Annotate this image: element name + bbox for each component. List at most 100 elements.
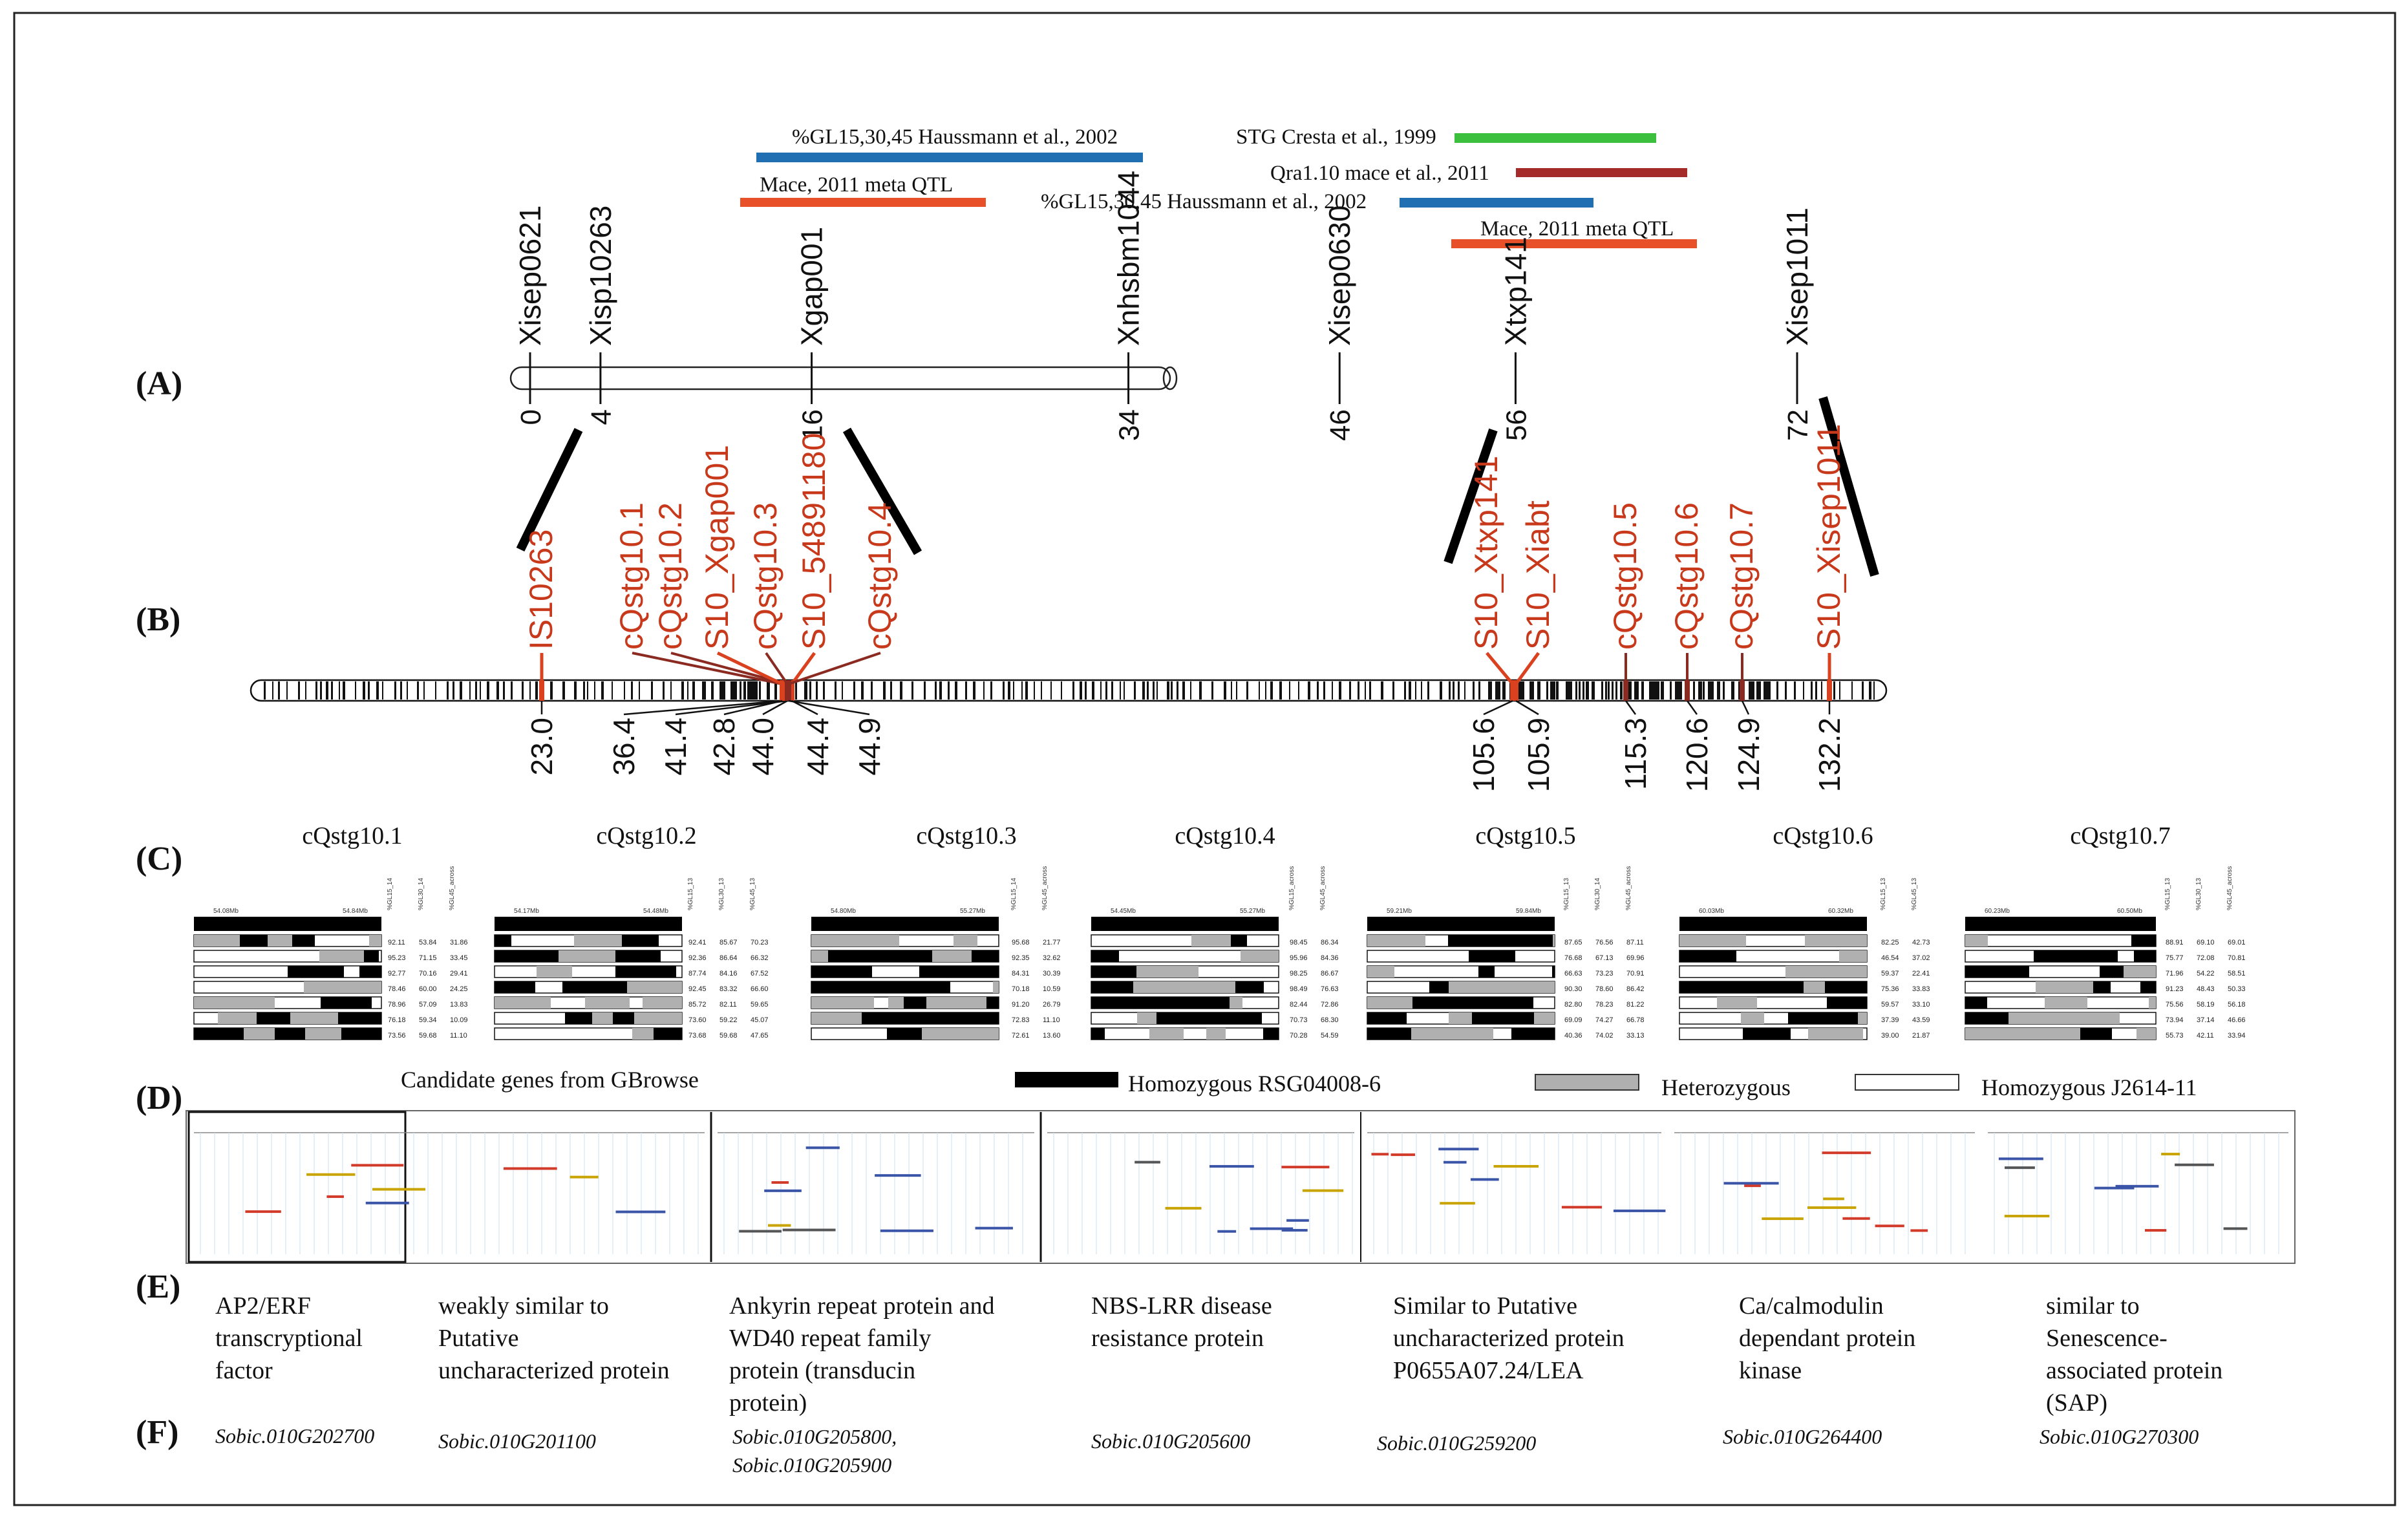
- haplotype-value: 83.32: [719, 985, 738, 993]
- chromosome-band: [1498, 681, 1500, 700]
- haplotype-segment: [2057, 1012, 2100, 1024]
- haplotype-segment: [2100, 966, 2124, 978]
- gbrowse-feature: [771, 1181, 789, 1184]
- chromosome-band: [1147, 681, 1149, 700]
- chromosome-band: [612, 681, 613, 700]
- physical-position-label: 105.9: [1522, 718, 1555, 792]
- gbrowse-feature: [1842, 1217, 1870, 1220]
- gbrowse-feature: [1762, 1217, 1804, 1221]
- haplotype-value: 55.73: [2166, 1032, 2184, 1040]
- haplotype-segment: [926, 997, 986, 1009]
- haplotype-value: 98.49: [1290, 985, 1308, 993]
- haplotype-header-bar: [1965, 917, 2156, 931]
- gbrowse-feature: [2004, 1214, 2050, 1217]
- haplotype-value: 91.20: [1012, 1001, 1030, 1009]
- chromosome-band: [1785, 681, 1787, 700]
- haplotype-value: 68.30: [1321, 1016, 1339, 1024]
- haplotype-value: 59.68: [719, 1032, 738, 1040]
- gene-description-line: associated protein: [2046, 1357, 2222, 1384]
- haplotype-segment: [1449, 981, 1477, 993]
- chromosome-band: [1177, 681, 1178, 700]
- linkage-position-label: 34: [1114, 409, 1145, 441]
- chromosome-band: [1349, 681, 1351, 700]
- haplotype-value: 76.63: [1321, 985, 1339, 993]
- haplotype-segment: [1965, 997, 1987, 1009]
- legend-label-homozygous-rsg: Homozygous RSG04008-6: [1128, 1071, 1381, 1096]
- position-connector: [1515, 700, 1539, 716]
- haplotype-value: 10.09: [450, 1016, 468, 1024]
- haplotype-segment: [1137, 1012, 1156, 1024]
- marker-band: [539, 680, 544, 701]
- haplotype-header-bar: [495, 917, 682, 931]
- panel-label-e: (E): [136, 1268, 180, 1305]
- linkage-chromosome-end: [1162, 366, 1178, 390]
- chromosome-band: [1449, 681, 1451, 700]
- haplotype-value: 82.44: [1290, 1001, 1308, 1009]
- haplotype-segment: [994, 1012, 999, 1024]
- gbrowse-feature: [503, 1167, 557, 1170]
- gbrowse-feature: [1281, 1228, 1308, 1232]
- gbrowse-feature: [2144, 1229, 2167, 1232]
- haplotype-segment: [1552, 966, 1555, 978]
- chromosome-band: [900, 681, 902, 700]
- marker-band: [780, 680, 785, 701]
- haplotype-value: 57.09: [419, 1001, 437, 1009]
- chromosome-band: [1586, 681, 1589, 700]
- linkage-marker-label: Xisp10263: [584, 206, 617, 346]
- gbrowse-feature: [1613, 1209, 1666, 1212]
- connector-lines: [516, 396, 1879, 577]
- gbrowse-feature: [768, 1224, 791, 1227]
- haplotype-panel-title: cQstg10.6: [1773, 822, 1873, 850]
- chromosome-band: [286, 681, 288, 700]
- haplotype-segment: [979, 966, 999, 978]
- haplotype-value: 33.83: [1912, 985, 1930, 993]
- haplotype-segment: [1217, 1012, 1262, 1024]
- chromosome-band: [298, 681, 300, 700]
- haplotype-segment: [565, 1012, 592, 1024]
- haplotype-segment: [1177, 997, 1230, 1009]
- column-header: %GL15_13: [2164, 878, 2171, 910]
- chromosome-band: [272, 681, 273, 700]
- chromosome-band: [911, 681, 913, 700]
- gene-id-line: Sobic.010G264400: [1723, 1425, 1882, 1448]
- gbrowse-feature: [2161, 1153, 2180, 1156]
- chromosome-band: [805, 681, 807, 700]
- marker-band: [1513, 680, 1518, 701]
- chromosome-band: [1794, 681, 1796, 700]
- haplotype-segment: [304, 981, 356, 993]
- haplotype-value: 86.67: [1321, 970, 1339, 978]
- haplotype-segment: [1429, 981, 1449, 993]
- chromosome-band: [1231, 681, 1232, 700]
- gene-description-line: Senescence-: [2046, 1325, 2168, 1352]
- range-start: 54.08Mb: [213, 908, 239, 915]
- haplotype-segment: [1965, 966, 2029, 978]
- physical-marker-label: S10_Xgap001: [699, 445, 735, 650]
- haplotype-segment: [338, 1012, 381, 1024]
- haplotype-segment: [1731, 935, 1746, 946]
- chromosome-band: [767, 681, 770, 700]
- physical-position-label: 115.3: [1619, 718, 1652, 790]
- gbrowse-feature: [1281, 1166, 1330, 1169]
- chromosome-band: [861, 681, 864, 700]
- chromosome-band: [1579, 681, 1581, 700]
- chromosome-band: [594, 681, 595, 700]
- haplotype-segment: [1842, 1012, 1858, 1024]
- haplotype-segment: [1241, 950, 1279, 962]
- haplotype-value: 92.36: [688, 954, 707, 962]
- chromosome-band: [400, 681, 402, 700]
- chromosome-band: [1821, 681, 1822, 700]
- haplotype-value: 87.11: [1626, 939, 1644, 946]
- chromosome-band: [1699, 681, 1702, 700]
- haplotype-segment: [1493, 935, 1553, 946]
- haplotype-panel-title: cQstg10.2: [596, 822, 696, 850]
- physical-position-label: 124.9: [1732, 718, 1765, 792]
- gbrowse-feature: [1438, 1148, 1479, 1151]
- chromosome-band: [1693, 681, 1695, 700]
- haplotype-value: 59.37: [1881, 970, 1899, 978]
- haplotype-panel-title: cQstg10.3: [916, 822, 1016, 850]
- chromosome-band: [1592, 681, 1595, 700]
- haplotype-value: 30.39: [1043, 970, 1061, 978]
- gbrowse-feature: [875, 1174, 921, 1177]
- gene-description-line: similar to: [2046, 1292, 2140, 1320]
- chromosome-band: [583, 681, 585, 700]
